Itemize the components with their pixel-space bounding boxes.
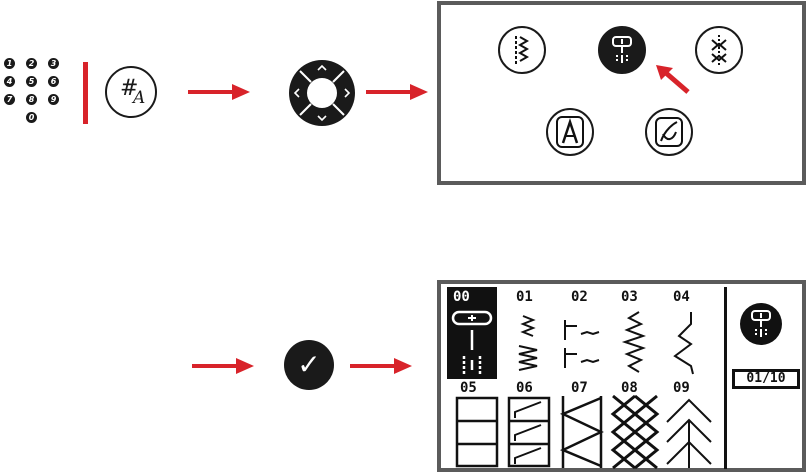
right-arrow-icon (366, 84, 428, 100)
zigzag-stitch-icon (518, 315, 538, 371)
free-motion-icon[interactable] (645, 108, 693, 156)
buttonhole-stitch-icon (451, 310, 493, 374)
stitch-menu-screen (437, 1, 806, 185)
stitch-number[interactable]: 07 (571, 380, 588, 396)
blind-hem-stitch-icon (564, 320, 600, 368)
stitch-number[interactable]: 05 (460, 380, 477, 396)
hash-symbol: # (120, 76, 139, 101)
utility-stitches-icon[interactable] (498, 26, 546, 74)
right-arrow-icon (192, 358, 254, 374)
confirm-button[interactable]: ✓ (284, 340, 334, 390)
stitch-number[interactable]: 01 (516, 289, 533, 305)
alphabet-icon[interactable] (546, 108, 594, 156)
stitch-number[interactable]: 03 (621, 289, 638, 305)
buttonhole-category-icon (740, 303, 782, 345)
stitch-number-button[interactable]: # A (105, 66, 157, 118)
triangle-stitch-icon (559, 396, 604, 468)
keypad-key[interactable]: 3 (48, 58, 59, 69)
feather-stitch-icon (666, 398, 712, 468)
page-counter: 01/10 (732, 369, 800, 389)
pointer-arrow-icon (656, 65, 690, 94)
keypad-key[interactable]: 1 (4, 58, 15, 69)
curved-stitch-icon (673, 312, 694, 375)
keypad-key[interactable]: 7 (4, 94, 15, 105)
keypad-key[interactable]: 4 (4, 76, 15, 87)
keypad-key[interactable]: 0 (26, 112, 37, 123)
stitch-number-selected[interactable]: 00 (453, 289, 470, 305)
keypad-key[interactable]: 8 (26, 94, 37, 105)
keypad-key[interactable]: 6 (48, 76, 59, 87)
slant-box-stitch-icon (507, 396, 551, 468)
stitch-list-screen: 00 01 02 03 04 05 06 07 08 09 (437, 280, 806, 472)
right-arrow-icon (350, 358, 412, 374)
decorative-stitches-icon[interactable] (695, 26, 743, 74)
stitch-number[interactable]: 08 (621, 380, 638, 396)
stitch-number[interactable]: 04 (673, 289, 690, 305)
multi-zigzag-stitch-icon (621, 311, 646, 373)
divider-bar (83, 62, 88, 124)
keypad-key[interactable]: 5 (26, 76, 37, 87)
number-keypad: 1 2 3 4 5 6 7 8 9 0 (4, 58, 64, 130)
stitch-number[interactable]: 02 (571, 289, 588, 305)
navigation-dpad[interactable] (288, 59, 356, 127)
keypad-key[interactable]: 9 (48, 94, 59, 105)
stitch-number[interactable]: 06 (516, 380, 533, 396)
stitch-number[interactable]: 09 (673, 380, 690, 396)
cross-diamond-stitch-icon (610, 394, 660, 470)
buttonhole-stitches-icon[interactable] (598, 26, 646, 74)
column-divider (724, 287, 727, 469)
box-stitch-icon (455, 396, 499, 468)
keypad-key[interactable]: 2 (26, 58, 37, 69)
alphabet-letter: A (133, 88, 146, 108)
right-arrow-icon (188, 84, 250, 100)
